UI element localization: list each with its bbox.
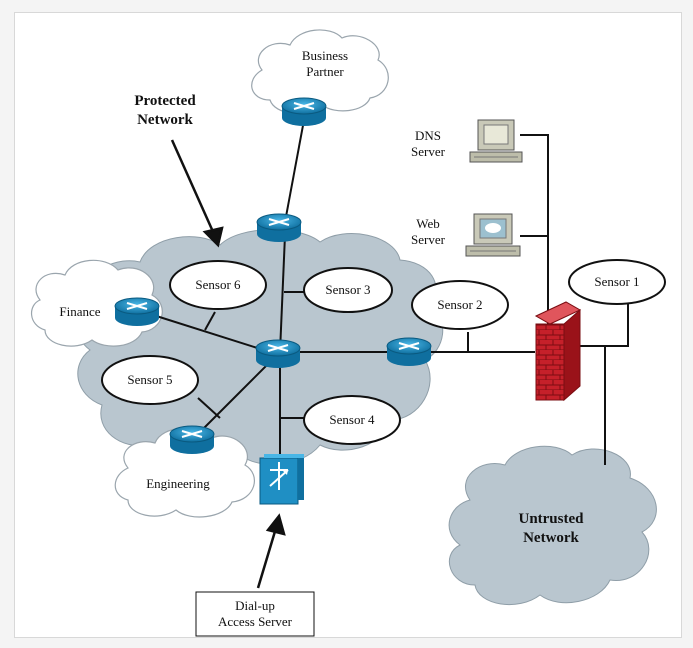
- protected-network-line1: Protected: [134, 93, 196, 109]
- business-partner-line2: Partner: [306, 64, 344, 79]
- web-server-label: Web Server: [398, 216, 458, 248]
- business-partner-cloud: [251, 29, 389, 114]
- finance-label: Finance: [59, 304, 101, 319]
- dialup-access-server-label: Dial-up Access Server: [196, 598, 314, 630]
- sensor-3-ellipse: [303, 267, 393, 313]
- untrusted-network-cloud: [448, 445, 657, 606]
- sensor-2-label: Sensor 2: [437, 297, 483, 312]
- web-server-line2: Server: [411, 232, 445, 247]
- arrows: [170, 139, 286, 589]
- dialup-line1: Dial-up: [235, 598, 275, 613]
- dns-server-line2: Server: [411, 144, 445, 159]
- sensor-6-ellipse: [169, 260, 267, 310]
- dns-server-line1: DNS: [414, 128, 441, 143]
- protected-network-label: Protected Network: [112, 92, 218, 130]
- business-partner-label: Business Partner: [282, 48, 368, 80]
- sensor-5-label: Sensor 5: [127, 372, 173, 387]
- connection-lines: [149, 119, 629, 465]
- engineering-label: Engineering: [146, 476, 210, 491]
- router-icon-finance: [114, 297, 160, 326]
- protected-network-line2: Network: [137, 112, 193, 128]
- dns-server-label: DNS Server: [398, 128, 458, 160]
- sensor-2-ellipse: [411, 280, 509, 330]
- router-icon-edge: [386, 337, 432, 366]
- dialup-line2: Access Server: [218, 614, 292, 629]
- untrusted-network-label: Untrusted Network: [496, 510, 606, 548]
- router-icon-top: [256, 213, 302, 242]
- sensor-5-ellipse: [101, 355, 199, 405]
- router-icon-core: [255, 339, 301, 368]
- sensor-1-ellipse: [568, 259, 666, 305]
- sensor-4-ellipse: [303, 395, 401, 445]
- sensor-3-label: Sensor 3: [325, 282, 371, 297]
- firewall-icon: [534, 301, 582, 402]
- sensor-1-label: Sensor 1: [594, 274, 640, 289]
- web-server-line1: Web: [416, 216, 440, 231]
- business-partner-line1: Business: [301, 48, 349, 63]
- engineering-cloud: [114, 427, 255, 518]
- dialup-label-box: [195, 591, 315, 637]
- computer-icon-dns: [469, 119, 523, 163]
- sensor-6-label: Sensor 6: [195, 277, 241, 292]
- router-icon-engineering: [169, 425, 215, 454]
- computer-icon-web: [465, 213, 521, 257]
- dialup-server-icon: [259, 454, 304, 505]
- router-icon-business: [281, 97, 327, 126]
- sensor-4-label: Sensor 4: [329, 412, 375, 427]
- untrusted-network-line1: Untrusted: [518, 511, 584, 527]
- untrusted-network-line2: Network: [523, 530, 579, 546]
